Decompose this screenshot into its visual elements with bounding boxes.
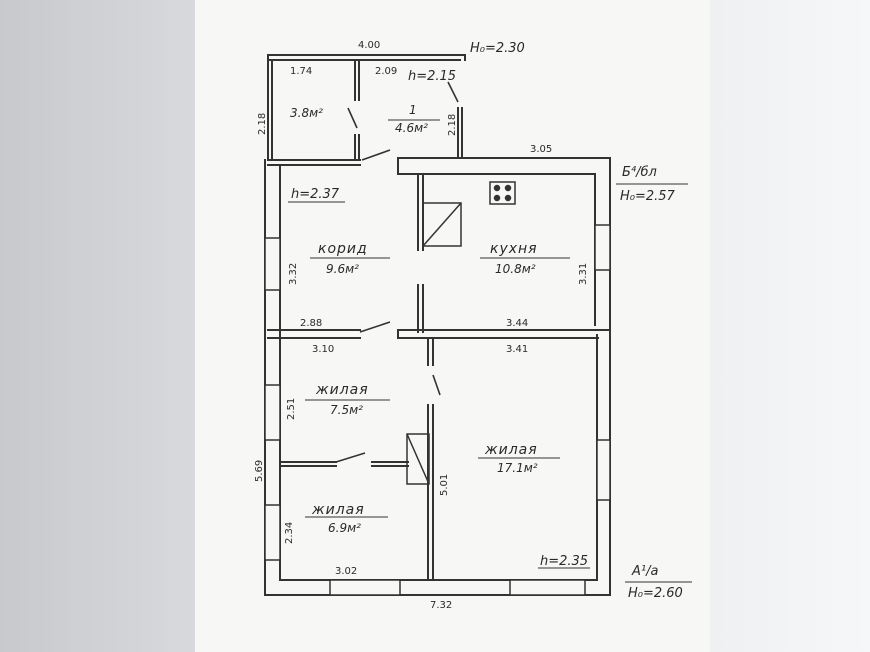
- window-right-kitchen: [594, 224, 611, 271]
- dim-kitchen-width: 3.44: [506, 318, 528, 329]
- kitchen-area: 10.8м²: [495, 262, 536, 276]
- room-1-name: 1: [409, 103, 417, 117]
- dim-living-b-width: 3.02: [335, 566, 357, 577]
- dim-corridor-height: 3.32: [288, 263, 299, 285]
- annex-outer-wall: [267, 54, 466, 161]
- dim-total-height: 5.69: [254, 460, 265, 482]
- label-underlines: [288, 119, 692, 583]
- stove-icon: [422, 181, 516, 247]
- window-left-middle: [264, 384, 281, 441]
- background-left: [0, 0, 195, 652]
- annex-right-wall: [457, 107, 463, 159]
- corridor-height: h=2.37: [291, 187, 340, 202]
- living-big-name: жилая: [484, 442, 538, 458]
- dim-annex-height-right: 2.18: [447, 114, 458, 136]
- dim-living-a-height: 2.51: [286, 398, 297, 420]
- dim-living-big-width: 3.41: [506, 344, 528, 355]
- door-annex-bottom: [361, 149, 391, 161]
- dim-small-room-width: 1.74: [290, 66, 312, 77]
- dim-corridor-width: 2.88: [300, 318, 322, 329]
- living-a-area: 7.5м²: [330, 403, 363, 417]
- main-top-wall: [267, 157, 611, 226]
- annex-partition: [354, 61, 360, 161]
- annex-height: h=2.15: [408, 69, 456, 84]
- door-corridor: [359, 321, 391, 333]
- window-left-upper: [264, 237, 281, 291]
- kitchen-name: кухня: [490, 241, 538, 257]
- section-a-label: A¹/а: [631, 564, 658, 579]
- ceiling-height-b: H₀=2.57: [620, 189, 676, 204]
- ceiling-height-top: H₀=2.30: [470, 41, 525, 56]
- door-living-big: [432, 374, 441, 396]
- windows: [264, 224, 611, 596]
- window-right-living-a: [596, 439, 611, 501]
- heater-icon: [406, 433, 430, 485]
- door-annex-entry: [447, 81, 459, 103]
- dim-annex-height-left: 2.18: [257, 113, 268, 135]
- dim-total-width: 7.32: [430, 600, 452, 611]
- dim-kitchen-height: 3.31: [578, 263, 589, 285]
- corridor-name: корид: [318, 241, 368, 257]
- living-big-area: 17.1м²: [497, 461, 538, 475]
- living-a-name: жилая: [315, 382, 369, 398]
- dim-top-width: 4.00: [358, 40, 380, 51]
- dim-living-a-width: 3.10: [312, 344, 334, 355]
- middle-horizontal-wall: [267, 329, 609, 339]
- dim-living-big-height: 5.01: [439, 474, 450, 496]
- partition-living-vertical: [427, 339, 434, 581]
- room-1-area: 4.6м²: [395, 121, 428, 135]
- dim-annex-width: 2.09: [375, 66, 397, 77]
- living-b-name: жилая: [311, 502, 365, 518]
- small-room-area: 3.8м²: [290, 106, 323, 120]
- dim-kitchen-top: 3.05: [530, 144, 552, 155]
- dim-living-b-height: 2.34: [284, 522, 295, 544]
- ceiling-height-a: H₀=2.60: [628, 586, 683, 601]
- window-bottom-right: [509, 579, 586, 596]
- living-big-height: h=2.35: [540, 554, 588, 569]
- background-right: [710, 0, 870, 652]
- living-b-area: 6.9м²: [328, 521, 361, 535]
- door-living-b: [335, 452, 366, 463]
- corridor-area: 9.6м²: [326, 262, 359, 276]
- partition-corridor-kitchen: [417, 175, 424, 333]
- partition-living-horizontal: [281, 461, 409, 467]
- door-annex-small: [347, 107, 358, 129]
- doors: [335, 81, 459, 463]
- section-b-label: Б⁴/бл: [622, 165, 657, 180]
- window-bottom-left: [329, 579, 401, 596]
- window-left-lower: [264, 504, 281, 561]
- right-outer-wall: [594, 224, 611, 596]
